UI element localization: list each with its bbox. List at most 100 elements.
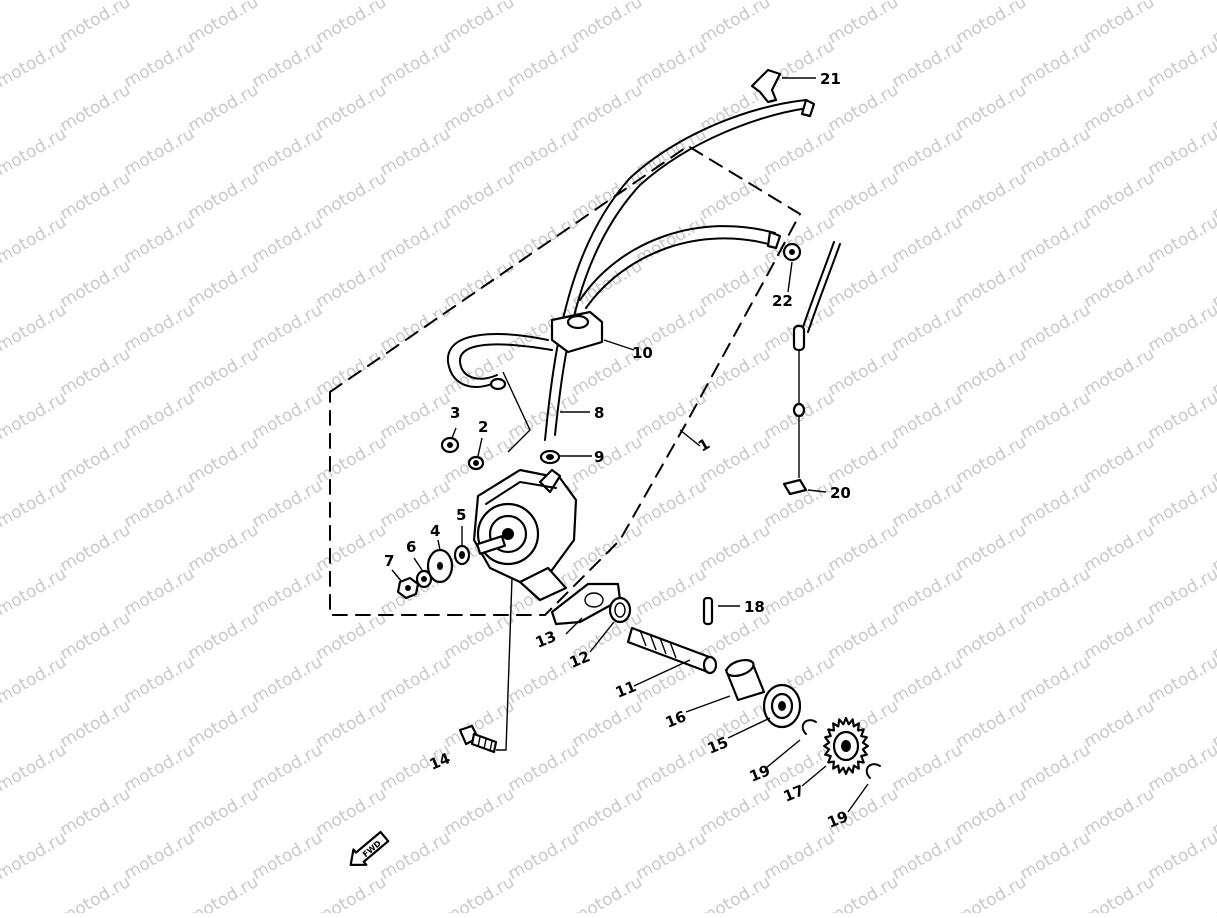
circlip-19b [867,764,880,778]
watermark-text: motod.ru [825,0,903,48]
watermark-text: motod.ru [185,344,263,400]
watermark-text: motod.ru [953,80,1031,136]
watermark-text: motod.ru [185,872,263,913]
watermark-text: motod.ru [633,740,711,796]
watermark-text: motod.ru [633,36,711,92]
watermark-text: motod.ru [377,300,455,356]
watermark-text: motod.ru [377,0,455,4]
watermark-text: motod.ru [441,608,519,664]
watermark-text: motod.ru [953,784,1031,840]
watermark-text: motod.ru [441,784,519,840]
watermark-text: motod.ru [185,520,263,576]
washer-2 [469,457,483,469]
callout-8: 8 [594,404,604,422]
watermark-text: motod.ru [1145,124,1217,180]
watermark-text: motod.ru [0,300,70,356]
watermark-text: motod.ru [1145,212,1217,268]
watermark-text: motod.ru [1081,520,1159,576]
watermark-text: motod.ru [313,0,391,48]
watermark-text: motod.ru [1017,828,1095,884]
watermark-text: motod.ru [825,608,903,664]
pin-18 [704,598,712,624]
watermark-text: motod.ru [185,696,263,752]
watermark-text: motod.ru [889,36,967,92]
watermark-text: motod.ru [249,828,327,884]
watermark-text: motod.ru [569,784,647,840]
watermark-text: motod.ru [313,168,391,224]
watermark-text: motod.ru [761,124,839,180]
watermark-text: motod.ru [185,0,263,48]
watermark-text: motod.ru [825,80,903,136]
collar-16 [725,657,764,700]
washer-5 [455,546,469,564]
watermark-text: motod.ru [505,740,583,796]
watermark-text: motod.ru [121,36,199,92]
watermark-text: motod.ru [825,256,903,312]
watermark-text: motod.ru [121,564,199,620]
watermark-text: motod.ru [761,828,839,884]
watermark-text: motod.ru [1145,388,1217,444]
watermark-text: motod.ru [313,696,391,752]
watermark-text: motod.ru [57,0,135,48]
watermark-text: motod.ru [1017,740,1095,796]
watermark-text: motod.ru [0,476,70,532]
watermark-text: motod.ru [185,256,263,312]
watermark-text: motod.ru [0,740,70,796]
hose-clip [541,451,559,463]
watermark-text: motod.ru [441,256,519,312]
watermark-text: motod.ru [889,300,967,356]
callout-18: 18 [744,598,765,616]
bearing-15 [764,685,800,727]
watermark-text: motod.ru [57,696,135,752]
watermark-text: motod.ru [1017,212,1095,268]
watermark-text: motod.ru [505,124,583,180]
watermark-text: motod.ru [889,828,967,884]
watermark-text: motod.ru [505,0,583,4]
watermark-text: motod.ru [825,168,903,224]
watermark-text: motod.ru [1081,344,1159,400]
watermark-text: motod.ru [1081,696,1159,752]
watermark-text: motod.ru [1081,872,1159,913]
watermark-text: motod.ru [377,36,455,92]
watermark-text: motod.ru [825,344,903,400]
watermark-text: motod.ru [697,784,775,840]
watermark-text: motod.ru [185,432,263,488]
watermark-text: motod.ru [633,388,711,444]
watermark-text: motod.ru [633,0,711,4]
watermark-text: motod.ru [377,124,455,180]
watermark-text: motod.ru [377,652,455,708]
watermark-text: motod.ru [953,520,1031,576]
watermark-text: motod.ru [249,740,327,796]
watermark-text: motod.ru [697,432,775,488]
watermark-text: motod.ru [441,80,519,136]
watermark-text: motod.ru [633,828,711,884]
watermark-text: motod.ru [313,432,391,488]
watermark-text: motod.ru [569,432,647,488]
watermark-text: motod.ru [1081,608,1159,664]
watermark-text: motod.ru [57,872,135,913]
watermark-text: motod.ru [1081,784,1159,840]
watermark-text: motod.ru [1145,740,1217,796]
watermark-text: motod.ru [1017,476,1095,532]
watermark-text: motod.ru [1145,36,1217,92]
watermark-text: motod.ru [0,652,70,708]
watermark-text: motod.ru [1017,300,1095,356]
watermark-text: motod.ru [505,388,583,444]
watermark-text: motod.ru [441,344,519,400]
watermark-text: motod.ru [505,828,583,884]
watermark-text: motod.ru [377,388,455,444]
watermark-text: motod.ru [121,0,199,4]
watermark-text: motod.ru [1017,36,1095,92]
watermark-text: motod.ru [569,0,647,48]
callout-2: 2 [478,418,488,436]
watermark-text: motod.ru [1145,652,1217,708]
watermark-text: motod.ru [953,608,1031,664]
watermark-text: motod.ru [249,124,327,180]
watermark-text: motod.ru [889,124,967,180]
watermark-text: motod.ru [57,256,135,312]
watermark-text: motod.ru [889,0,967,4]
watermark-text: motod.ru [1017,0,1095,4]
watermark-text: motod.ru [697,0,775,48]
circlip-19a [803,720,816,734]
watermark-text: motod.ru [249,212,327,268]
